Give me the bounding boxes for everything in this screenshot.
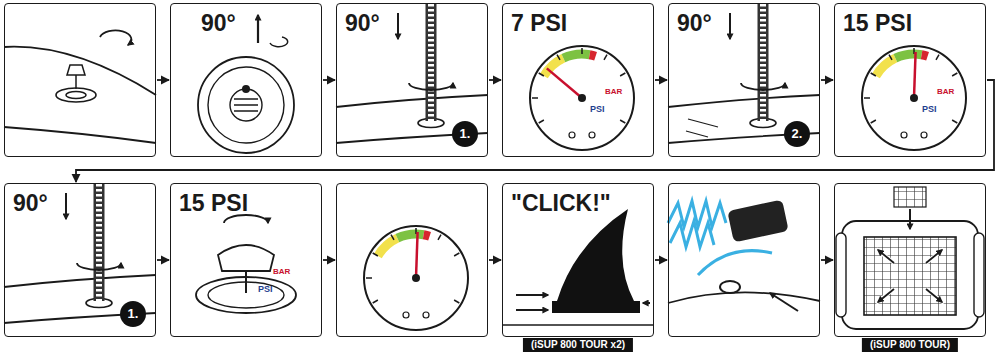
step-heading: 7 PSI (511, 10, 567, 36)
step-panel (4, 3, 156, 157)
gauge-unit: BAR (273, 267, 290, 276)
flow-arrow (323, 259, 335, 261)
step-heading: 90° (345, 10, 380, 36)
gauge-unit: PSI (922, 104, 937, 114)
flow-arrow (821, 259, 833, 261)
step-heading: 90° (201, 10, 236, 36)
step-panel: 15 PSI (170, 183, 322, 337)
callout-number: 1. (452, 121, 478, 147)
step-panel: 90° (170, 3, 322, 157)
gauge-unit: BAR (937, 87, 954, 96)
callout-number: 2. (784, 121, 810, 147)
step-heading: 15 PSI (179, 190, 248, 216)
gauge-unit: PSI (590, 104, 605, 114)
flow-arrow (157, 259, 169, 261)
flow-arrow (323, 79, 335, 81)
step-panel: "CLICK!"(iSUP 800 TOUR x2) (502, 183, 654, 337)
model-tag: (iSUP 800 TOUR x2) (523, 338, 633, 352)
model-tag: (iSUP 800 TOUR) (862, 338, 958, 352)
step-heading: 90° (677, 10, 712, 36)
gauge-unit: PSI (258, 284, 273, 294)
flow-arrow (489, 259, 501, 261)
flow-arrow (489, 79, 501, 81)
gauge-unit: BAR (605, 87, 622, 96)
step-panel (668, 183, 820, 337)
flow-arrow (655, 79, 667, 81)
flow-arrow (821, 79, 833, 81)
step-panel (336, 183, 488, 337)
step-heading: "CLICK!" (511, 190, 611, 216)
flow-arrow (157, 79, 169, 81)
flow-arrow (655, 259, 667, 261)
step-heading: 90° (13, 190, 48, 216)
step-panel: 7 PSI (502, 3, 654, 157)
step-heading: 15 PSI (843, 10, 912, 36)
flow-arrow (76, 80, 994, 182)
callout-number: 1. (120, 301, 146, 327)
step-panel: 15 PSI (834, 3, 986, 157)
step-panel: (iSUP 800 TOUR) (834, 183, 986, 337)
